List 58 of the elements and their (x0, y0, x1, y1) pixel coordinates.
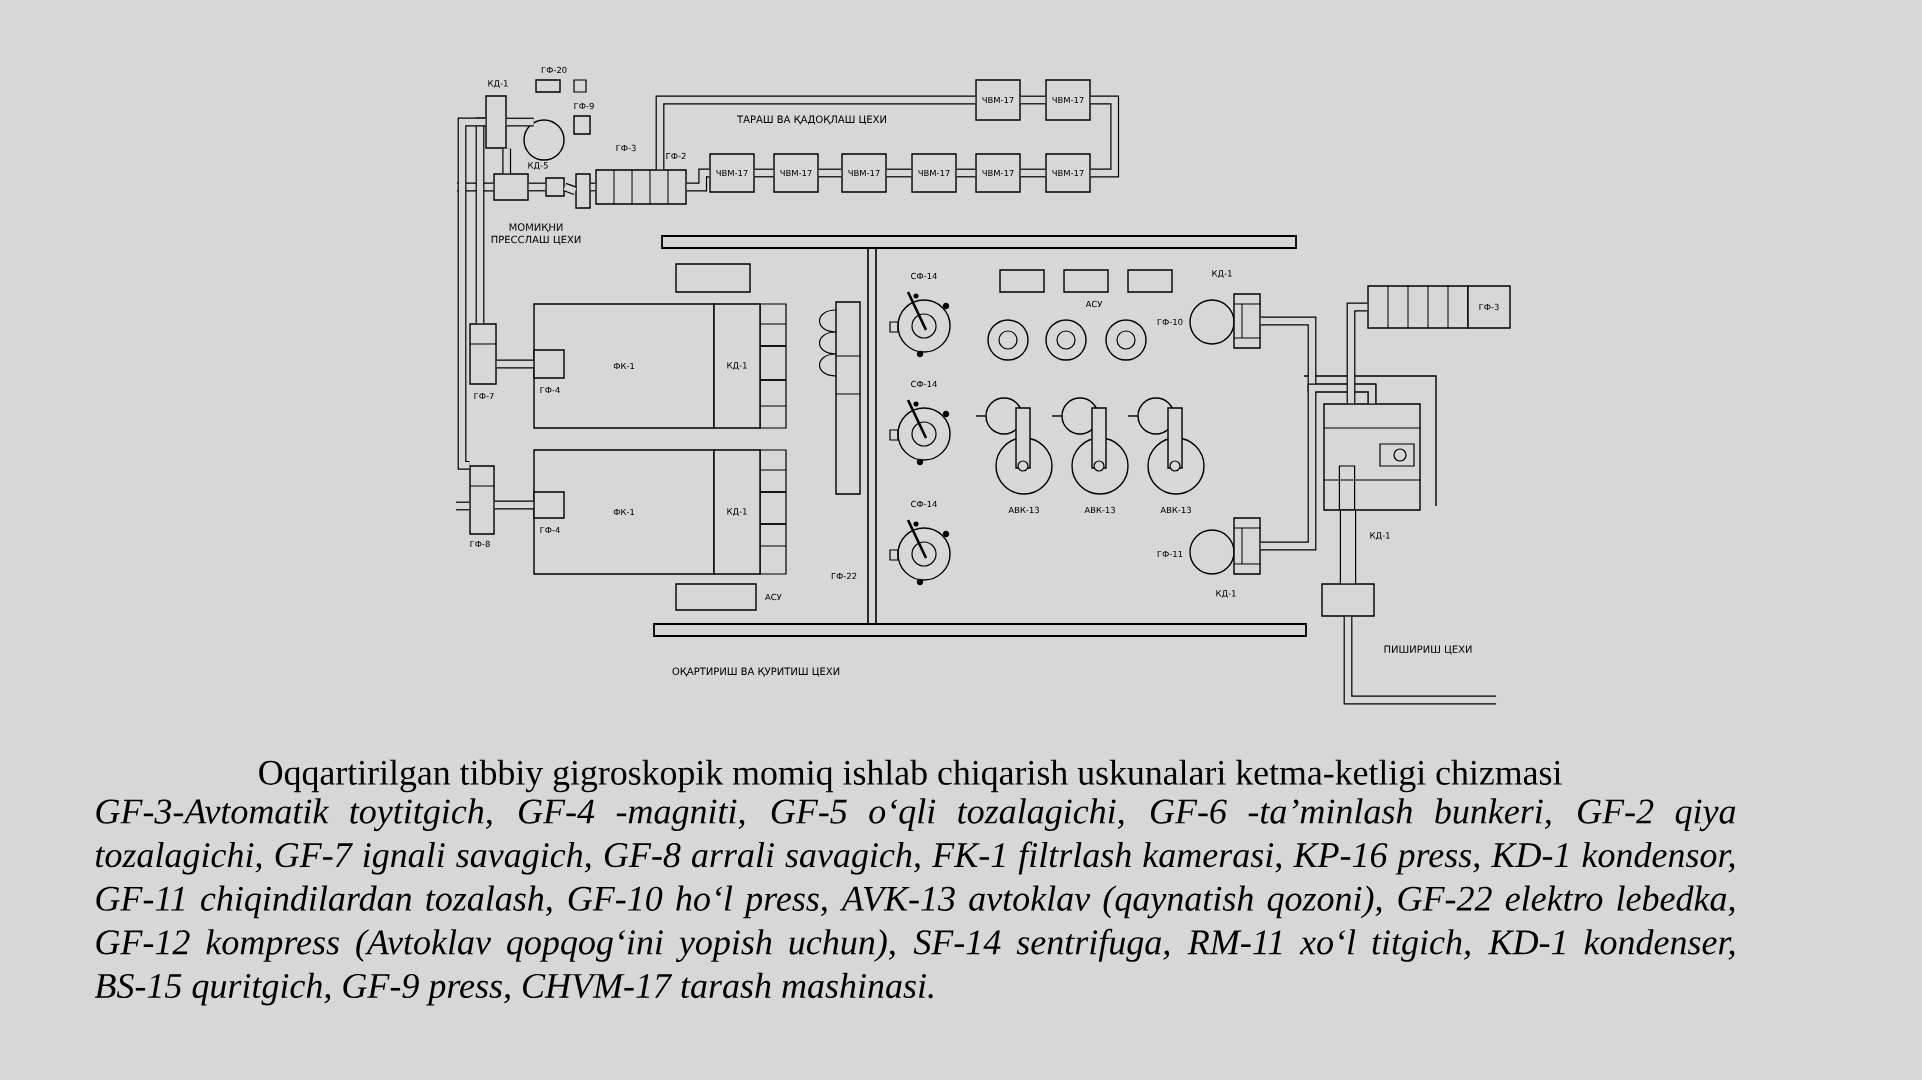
equipment-box (493, 173, 529, 201)
equipment-box (1127, 269, 1173, 293)
ring-symbol (987, 319, 1029, 361)
ring-symbol (1045, 319, 1087, 361)
centrifuge-symbol (889, 399, 951, 466)
equipment-box (545, 177, 565, 197)
equipment-box (999, 269, 1045, 293)
pipe-line (590, 182, 596, 192)
pipe-line (1260, 383, 1377, 551)
equipment-box (535, 79, 561, 93)
motor-circle (1189, 299, 1235, 345)
pipe-line (457, 117, 486, 470)
pipe-line (1020, 95, 1046, 105)
equipment-box (485, 95, 507, 149)
segmented-drum (595, 169, 687, 205)
pipe-line (1346, 302, 1368, 404)
pipe-line (494, 500, 534, 510)
equipment-box (675, 583, 757, 611)
motor-circle (1189, 529, 1235, 575)
pipe-line (754, 168, 774, 178)
condenser-unit (1323, 403, 1421, 511)
coupling-block (1233, 293, 1261, 349)
caption-text: GF-3-Avtomatik toytitgich, GF-4 -magniti, GF-5 o‘qli tozalagichi, GF-6 -ta’minlash bunkeri, GF-2 qiya tozalagichi, GF-7 ignali savagich, GF-8 arrali savagich, FK-1 filtrlash kamerasi, KP-16 press, KD-1 kondensor, GF-11 chiqindilardan tozalash, GF-10 ho‘l press, AVK-13 avtoklav (qaynatish qozoni), GF-22 elektro lebedka, GF-12 kompress (Avtoklav qopqog‘ini yopish uchun), SF-14 sentrifuga, RM-11 xo‘l titgich, KD-1 kondenser, BS-15 quritgich, GF-9 press, CHVM-17 tarash mashinasi. (94, 798, 1736, 1006)
pipe-line (456, 501, 470, 511)
caption-title: Oqqartirilgan tibbiy gigroskopik momiq ishlab chiqarish uskunalari ketma-ketligi chizmasi (259, 759, 1562, 793)
pipe-line (528, 182, 546, 192)
equipment-box (573, 115, 591, 135)
equipment-box (533, 491, 565, 519)
autoclave-symbol (1051, 397, 1129, 495)
pipe-line (1020, 168, 1046, 178)
motor-circle (523, 119, 565, 161)
flange-block (575, 173, 591, 209)
equipment-box (1063, 269, 1109, 293)
pipe-line (818, 168, 842, 178)
pipe-line (655, 95, 976, 170)
pipe-line (563, 182, 577, 196)
centrifuge-symbol (889, 291, 951, 358)
pipe-line (1090, 95, 1120, 178)
ring-symbol (1105, 319, 1147, 361)
pipe-line (506, 117, 534, 127)
pipe-line (886, 168, 912, 178)
equipment-box (469, 465, 495, 535)
coupling-block (1233, 517, 1261, 575)
equipment-box (533, 349, 565, 379)
centrifuge-symbol (889, 519, 951, 586)
pipe-line (956, 168, 976, 178)
equipment-box (1321, 583, 1375, 617)
pipe-line (686, 168, 710, 192)
autoclave-symbol (975, 397, 1053, 495)
pipe-line (1343, 616, 1496, 705)
pipe-line (1339, 510, 1357, 584)
equipment-box (469, 323, 497, 385)
pipe-line (457, 182, 494, 192)
autoclave-symbol (1127, 397, 1205, 495)
winch-symbol (818, 301, 861, 495)
pipe-line (496, 359, 534, 369)
pipe-line (502, 148, 512, 174)
equipment-box (675, 263, 751, 293)
